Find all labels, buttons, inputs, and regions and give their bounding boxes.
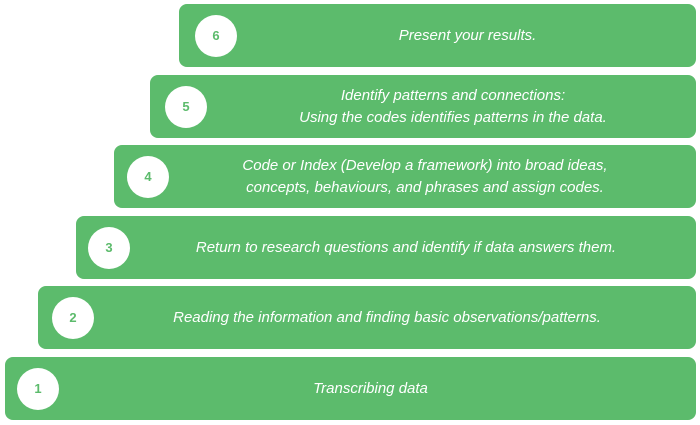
step-text-line: Present your results.	[398, 26, 537, 44]
step-text-line: Identify patterns and connections:	[340, 86, 566, 104]
step-number-badge: 4	[127, 155, 169, 198]
step-text-line: Using the codes identifies patterns in t…	[299, 108, 607, 126]
step-5: 5 Identify patterns and connections: Usi…	[150, 75, 696, 138]
step-text-line: Transcribing data	[313, 379, 428, 397]
step-1: 1 Transcribing data	[5, 357, 696, 420]
step-text: Identify patterns and connections: Using…	[220, 75, 686, 138]
step-number-badge: 3	[88, 226, 130, 269]
step-text: Present your results.	[249, 4, 686, 67]
step-text-line: Return to research questions and identif…	[195, 238, 617, 256]
step-2: 2 Reading the information and finding ba…	[38, 286, 696, 349]
step-text-line: Code or Index (Develop a framework) into…	[242, 156, 608, 174]
step-number-badge: 2	[52, 296, 94, 339]
step-3: 3 Return to research questions and ident…	[76, 216, 696, 279]
step-number-badge: 1	[17, 367, 59, 410]
step-number-badge: 6	[195, 14, 237, 57]
step-text: Reading the information and finding basi…	[98, 286, 676, 349]
step-text: Transcribing data	[65, 357, 676, 420]
step-text-line: Reading the information and finding basi…	[173, 308, 601, 326]
step-4: 4 Code or Index (Develop a framework) in…	[114, 145, 696, 208]
step-text: Code or Index (Develop a framework) into…	[174, 145, 676, 208]
step-text: Return to research questions and identif…	[136, 216, 676, 279]
step-text-line: concepts, behaviours, and phrases and as…	[246, 178, 604, 196]
step-6: 6 Present your results.	[179, 4, 696, 67]
step-number-badge: 5	[165, 85, 207, 128]
